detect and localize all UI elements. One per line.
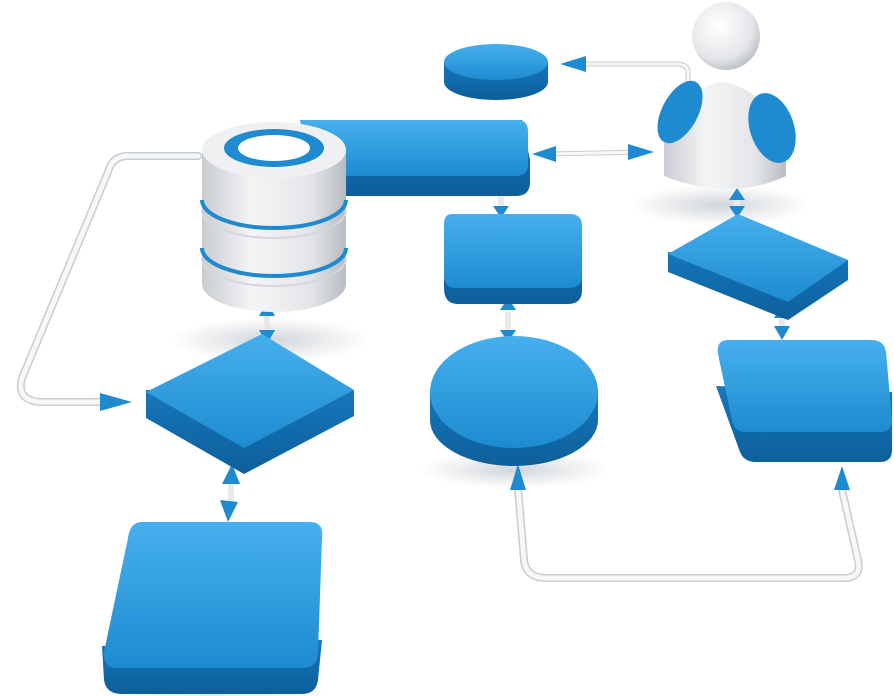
arrowheads [100, 56, 850, 490]
pipe-circle-to-right-box [514, 484, 863, 582]
connector-pipes [16, 61, 863, 582]
pipe-db-to-left-diamond [16, 152, 202, 406]
arrow-into-user [628, 144, 654, 160]
node-bottom-box [102, 522, 323, 694]
arrow-into-top-bar [532, 146, 556, 162]
node-database [200, 122, 348, 312]
arrow-into-left-diamond [100, 393, 132, 411]
arrow-into-circle-bottom [510, 464, 526, 490]
node-left-diamond [146, 334, 354, 474]
node-top-oval [444, 44, 548, 100]
node-right-box [716, 340, 892, 462]
pipe-user-to-top-oval [577, 61, 691, 99]
node-right-diamond [668, 214, 848, 320]
link-user-rightdiamond [729, 188, 745, 218]
node-middle-box [444, 214, 582, 304]
node-center-circle [430, 336, 598, 466]
arrow-into-right-box-bottom [834, 466, 850, 490]
node-user-figure [657, 2, 796, 189]
link-midbox-circle [500, 298, 516, 342]
arrow-into-top-oval [560, 56, 586, 72]
node-top-bar [300, 120, 530, 196]
link-leftdiamond-bottombox [220, 464, 240, 522]
